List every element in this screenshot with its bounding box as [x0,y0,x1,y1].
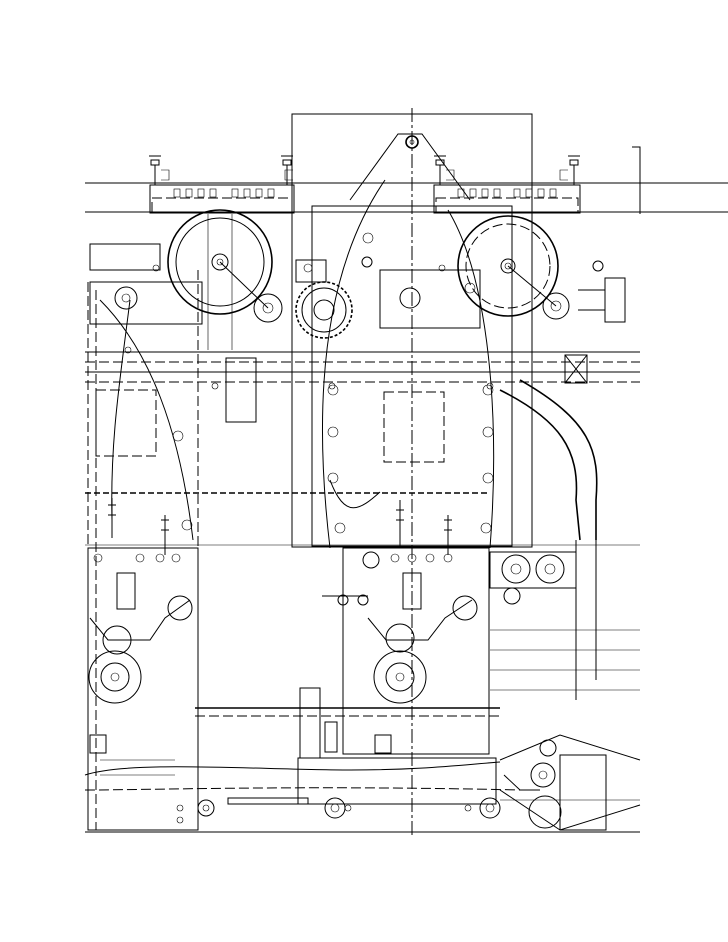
top-rail-right [433,155,581,214]
lower-center-unit [322,500,490,755]
lower-right-mechanism [499,734,641,831]
bottom-base [84,687,521,819]
central-housing [291,113,533,548]
bolt-holes [124,264,494,824]
left-upper-module [87,243,203,830]
twin-rollers [489,551,577,605]
right-drum [457,215,570,320]
left-drum [167,209,283,350]
curved-guide-panel [172,179,495,549]
right-upper-module [379,260,626,463]
central-roller [295,256,373,339]
right-duct [490,379,640,700]
lower-left-unit [87,498,215,831]
middle-rails [85,351,640,494]
top-rail-left [149,155,295,214]
